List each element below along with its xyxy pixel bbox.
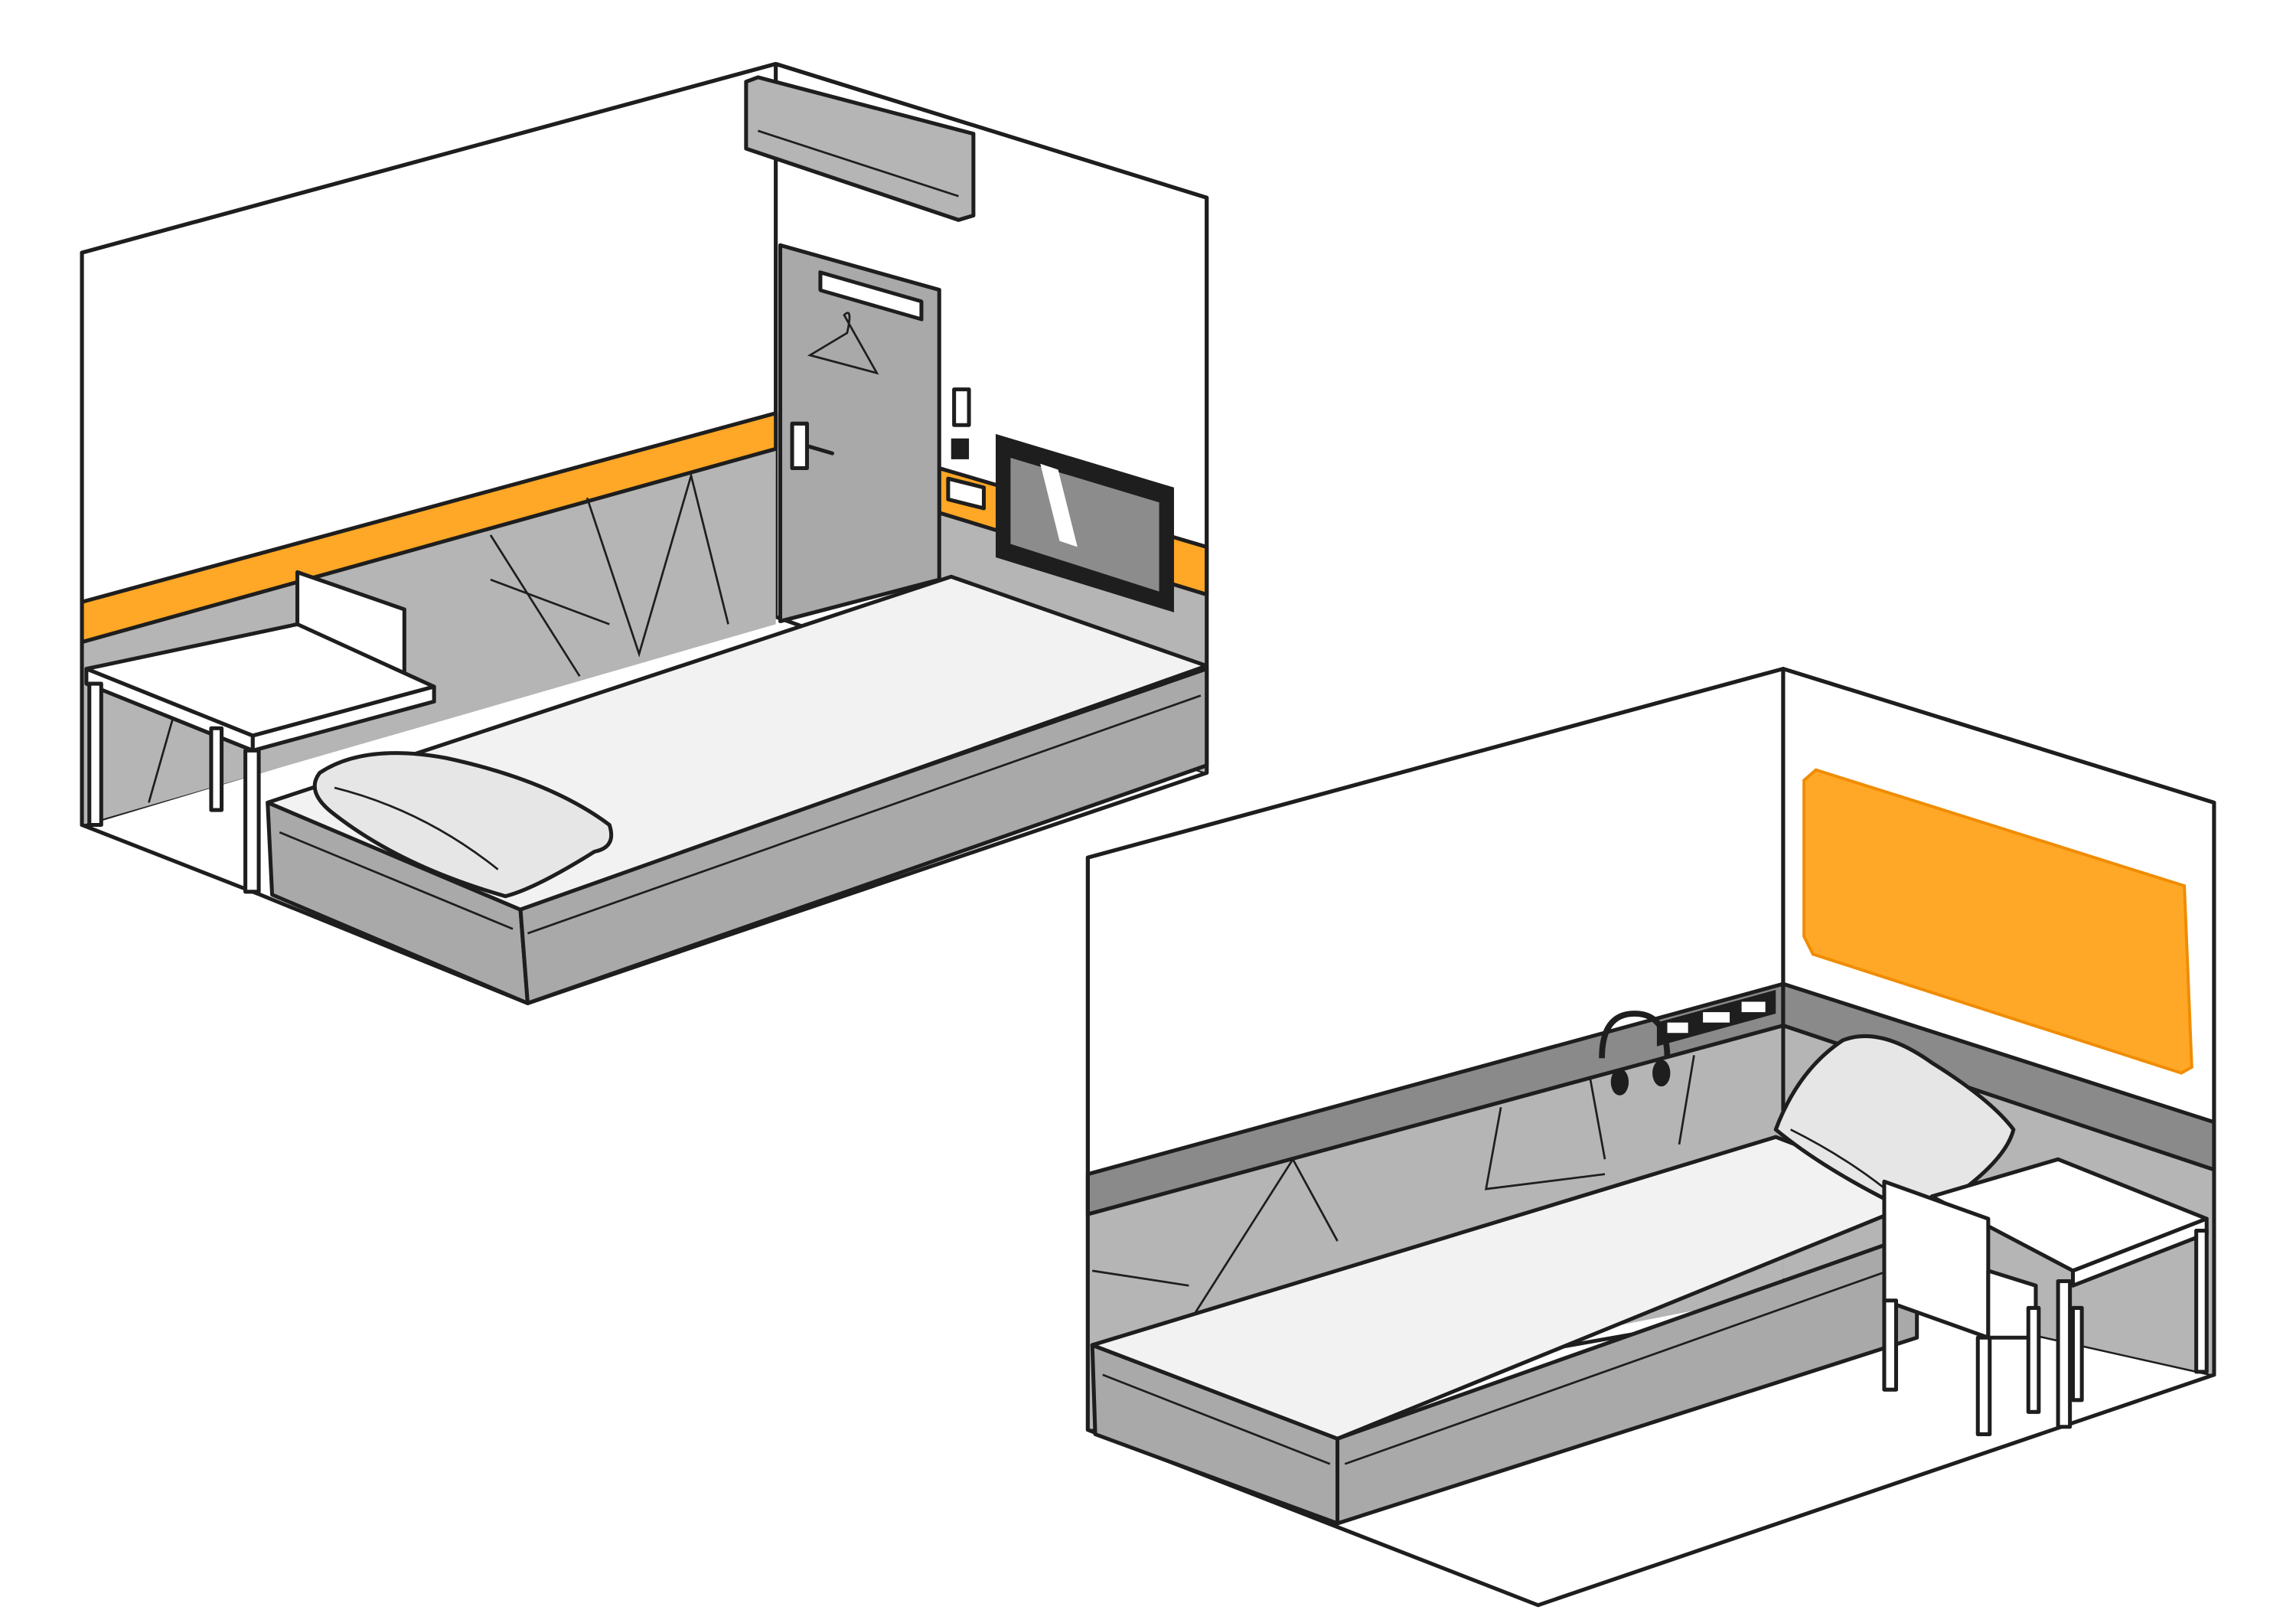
- door-icon[interactable]: [778, 243, 941, 624]
- headphones-icon: [1599, 1011, 1671, 1096]
- wall-socket-strip-icon: [946, 476, 987, 511]
- wainscot-pattern: [1091, 1055, 1695, 1324]
- chair-icon: [1882, 1179, 2041, 1436]
- key-card-switch-icon[interactable]: [952, 387, 971, 427]
- room-2: [1085, 667, 2216, 1608]
- desk-icon: [1929, 1157, 2209, 1429]
- tv-icon: [996, 433, 1174, 612]
- orange-wall-panel: [1802, 768, 2193, 1075]
- wall-socket-strip-icon: [1656, 989, 1776, 1047]
- wall-socket-icon: [951, 438, 970, 459]
- coat-hook-icon: [818, 270, 924, 322]
- door-handle-icon[interactable]: [790, 421, 834, 471]
- hanger-icon: [807, 312, 879, 375]
- bed-icon: [1090, 1135, 1934, 1526]
- pillow-icon: [312, 751, 614, 899]
- desk-icon: [84, 570, 436, 894]
- room-1-outline: [80, 61, 1209, 1005]
- air-conditioner-icon: [744, 75, 976, 222]
- room-1: [80, 61, 1209, 1005]
- wainscot-pattern: [148, 472, 729, 803]
